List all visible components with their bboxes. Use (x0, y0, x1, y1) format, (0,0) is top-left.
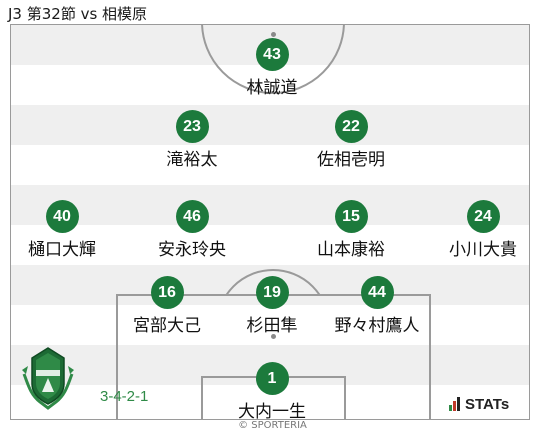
team-crest-icon (22, 347, 74, 410)
player-name: 樋口大輝 (28, 240, 96, 260)
stats-logo-text: STATs (465, 395, 510, 413)
player-number-badge: 43 (255, 38, 289, 71)
formation-label: 3-4-2-1 (100, 388, 149, 405)
player-mid-1[interactable]: 40 樋口大輝 (2, 200, 122, 260)
player-number-badge: 15 (334, 200, 368, 233)
player-number-badge: 22 (334, 110, 368, 143)
player-mid-2[interactable]: 46 安永玲央 (132, 200, 252, 260)
pitch (10, 24, 530, 420)
pitch-stripe (11, 185, 529, 225)
player-mid-3[interactable]: 15 山本康裕 (291, 200, 411, 260)
player-name: 大内一生 (238, 402, 306, 422)
player-name: 野々村鷹人 (334, 316, 420, 336)
player-number-badge: 46 (175, 200, 209, 233)
player-am-right[interactable]: 22 佐相壱明 (291, 110, 411, 170)
player-number-badge: 19 (255, 276, 289, 309)
player-def-3[interactable]: 44 野々村鷹人 (317, 276, 437, 336)
center-spot (271, 32, 276, 37)
player-number-badge: 44 (360, 276, 394, 309)
stats-bars-icon (449, 397, 461, 411)
penalty-spot (271, 334, 276, 339)
player-number-badge: 24 (466, 200, 500, 233)
player-name: 安永玲央 (158, 240, 226, 260)
player-name: 滝裕太 (166, 150, 218, 170)
copyright: © SPORTERIA (238, 420, 307, 431)
player-number-badge: 23 (175, 110, 209, 143)
player-number-badge: 1 (255, 362, 289, 395)
stats-logo: STATs (449, 395, 509, 413)
player-cf[interactable]: 43 林誠道 (212, 38, 332, 98)
page-title: J3 第32節 vs 相模原 (8, 5, 148, 23)
player-number-badge: 16 (150, 276, 184, 309)
player-am-left[interactable]: 23 滝裕太 (132, 110, 252, 170)
player-def-1[interactable]: 16 宮部大己 (107, 276, 227, 336)
player-name: 杉田隼 (246, 316, 298, 336)
player-name: 林誠道 (246, 78, 298, 98)
pitch-stripe (11, 105, 529, 145)
player-gk[interactable]: 1 大内一生 (212, 362, 332, 422)
player-number-badge: 40 (45, 200, 79, 233)
player-name: 山本康裕 (317, 240, 385, 260)
player-name: 小川大貴 (449, 240, 517, 260)
player-def-2[interactable]: 19 杉田隼 (212, 276, 332, 336)
player-mid-4[interactable]: 24 小川大貴 (423, 200, 543, 260)
player-name: 佐相壱明 (317, 150, 385, 170)
player-name: 宮部大己 (133, 316, 201, 336)
